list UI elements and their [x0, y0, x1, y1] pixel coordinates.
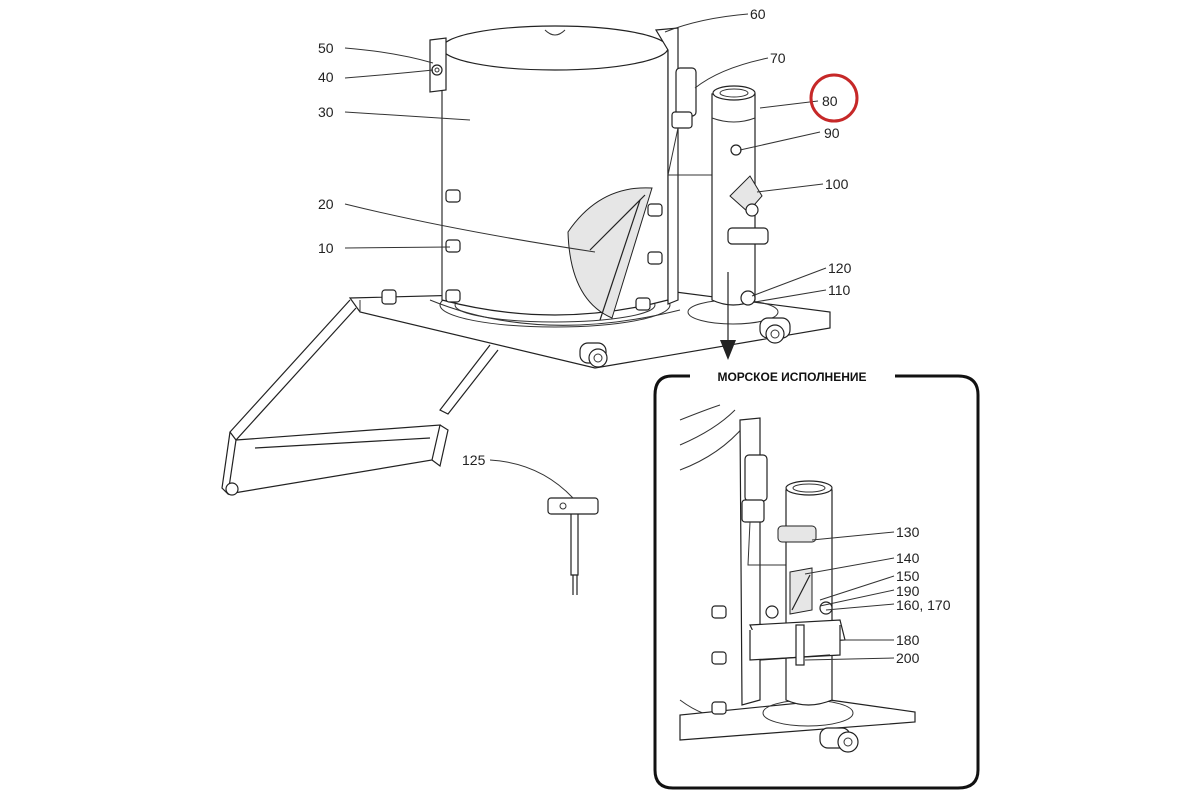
callout-40: 40	[318, 69, 334, 85]
wrench-tool	[547, 497, 599, 595]
callout-20: 20	[318, 196, 334, 212]
callout-10: 10	[318, 240, 334, 256]
callout-80-highlight-ring	[809, 73, 859, 123]
small-lug	[381, 289, 397, 305]
inset-panel: МОРСКОЕ ИСПОЛНЕНИЕ	[653, 370, 980, 790]
roller-right	[759, 317, 791, 344]
cylinder-body	[441, 25, 669, 316]
top-bracket	[429, 37, 447, 93]
callout-30: 30	[318, 104, 334, 120]
inset-title: МОРСКОЕ ИСПОЛНЕНИЕ	[717, 370, 866, 384]
main-assembly	[221, 25, 831, 496]
callout-160-170: 160, 170	[896, 597, 951, 613]
callout-125: 125	[462, 452, 486, 468]
callout-50: 50	[318, 40, 334, 56]
lever	[667, 67, 720, 176]
callout-200: 200	[896, 650, 920, 666]
callout-190: 190	[896, 583, 920, 599]
callout-100: 100	[825, 176, 849, 192]
bolts	[445, 189, 663, 311]
callout-120: 120	[828, 260, 852, 276]
roller-front	[579, 342, 608, 368]
callout-110: 110	[828, 282, 851, 298]
callout-labels: 50 40 30 20 10 60 70 80 90 100 120 110 1…	[318, 6, 951, 666]
folding-frame	[221, 299, 499, 496]
bracket-screw	[431, 64, 443, 76]
tube-screw	[730, 144, 742, 156]
inset-arrow	[720, 272, 736, 360]
inset-frame	[653, 374, 980, 790]
callout-70: 70	[770, 50, 786, 66]
callout-130: 130	[896, 524, 920, 540]
callout-90: 90	[824, 125, 840, 141]
callout-140: 140	[896, 550, 920, 566]
callout-80: 80	[822, 93, 838, 109]
latch	[729, 175, 763, 213]
callout-150: 150	[896, 568, 920, 584]
leader-lines	[344, 13, 895, 661]
barrel-tube	[711, 85, 769, 306]
inset-latch-top	[777, 525, 817, 543]
latch-handle	[727, 227, 769, 245]
flap-window	[567, 187, 653, 321]
callout-180: 180	[896, 632, 920, 648]
inset-drawing	[679, 404, 916, 753]
callout-60: 60	[750, 6, 766, 22]
